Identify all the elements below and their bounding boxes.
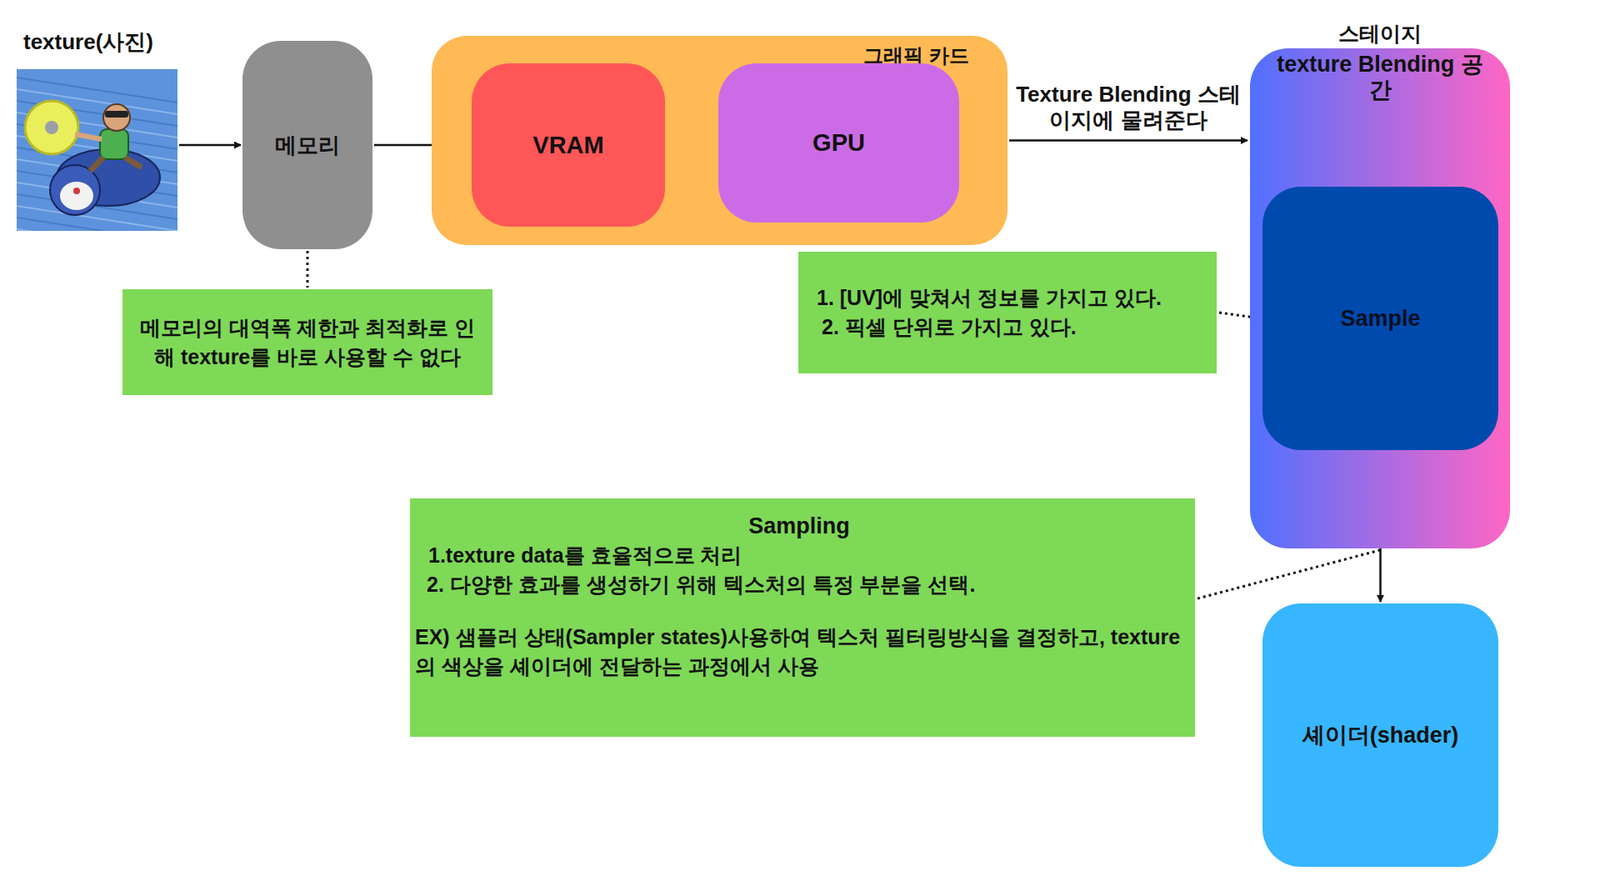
node-label: GPU bbox=[812, 129, 865, 157]
node-label: 메모리의 대역폭 제한과 최적화로 인해 texture를 바로 사용할 수 없… bbox=[134, 313, 481, 372]
propeller-hub bbox=[45, 120, 59, 135]
speed-streak bbox=[16, 205, 178, 231]
shader-box: 셰이더(shader) bbox=[1262, 603, 1499, 867]
rider-arm bbox=[75, 134, 102, 140]
node-text: EX) 샘플러 상태(Sampler states)사용하여 텍스처 필터링방식… bbox=[415, 622, 1184, 681]
rider-legs bbox=[90, 157, 142, 171]
node-label: 메모리 bbox=[275, 130, 340, 160]
leader-line bbox=[306, 250, 310, 288]
node-text: 1.texture data를 효율적으로 처리 bbox=[415, 540, 1184, 570]
node-label: VRAM bbox=[532, 131, 604, 160]
edge-label: Texture Blending 스테이지에 물려준다 bbox=[1015, 81, 1241, 134]
robot-nose bbox=[73, 187, 80, 195]
speed-streak bbox=[16, 77, 178, 103]
leader-line bbox=[1197, 550, 1380, 599]
speed-streak bbox=[16, 229, 178, 231]
node-label: texture(사진) bbox=[23, 27, 154, 57]
node-label: 1. [UV]에 맞쳐서 정보를 가지고 있다. bbox=[816, 283, 1205, 313]
arrow-connector bbox=[1009, 139, 1248, 142]
rider-head bbox=[103, 104, 130, 131]
stage-box: 스테이지texture Blending 공간Sample bbox=[1250, 48, 1510, 549]
propeller-disc bbox=[25, 100, 79, 155]
node-text: 2. 다양한 효과를 생성하기 위해 텍스처의 특정 부분을 선택. bbox=[415, 570, 1184, 600]
sample-box: Sample bbox=[1262, 186, 1499, 450]
node-text: 2. 픽셀 단위로 가지고 있다. bbox=[816, 312, 1205, 342]
node-label: 셰이더(shader) bbox=[1302, 720, 1460, 750]
speed-streak bbox=[16, 217, 178, 231]
node-label: Sample bbox=[1340, 305, 1420, 332]
arrow-connector bbox=[179, 144, 241, 147]
picture-ground bbox=[16, 69, 178, 231]
texture-illustration bbox=[16, 69, 178, 231]
note-box: 1. [UV]에 맞쳐서 정보를 가지고 있다.2. 픽셀 단위로 가지고 있다… bbox=[798, 251, 1217, 374]
robot-face bbox=[60, 181, 94, 210]
vram-box: VRAM bbox=[471, 63, 665, 227]
texture-picture: texture(사진) bbox=[16, 69, 178, 231]
rider-shirt bbox=[100, 129, 129, 160]
node-label: Sampling bbox=[415, 511, 1184, 541]
robot-head bbox=[50, 165, 100, 215]
node-text: texture Blending 공간 bbox=[1275, 51, 1485, 104]
node-label: 스테이지 bbox=[1250, 20, 1510, 48]
note-box: 메모리의 대역폭 제한과 최적화로 인해 texture를 바로 사용할 수 없… bbox=[122, 289, 493, 395]
rider-goggles bbox=[105, 110, 129, 118]
graphics-card-box: 그래픽 카드VRAMGPU bbox=[431, 35, 1008, 245]
sampling-note-box: Sampling1.texture data를 효율적으로 처리2. 다양한 효… bbox=[410, 498, 1195, 737]
gpu-box: GPU bbox=[718, 63, 960, 223]
memory-box: 메모리 bbox=[242, 40, 373, 250]
